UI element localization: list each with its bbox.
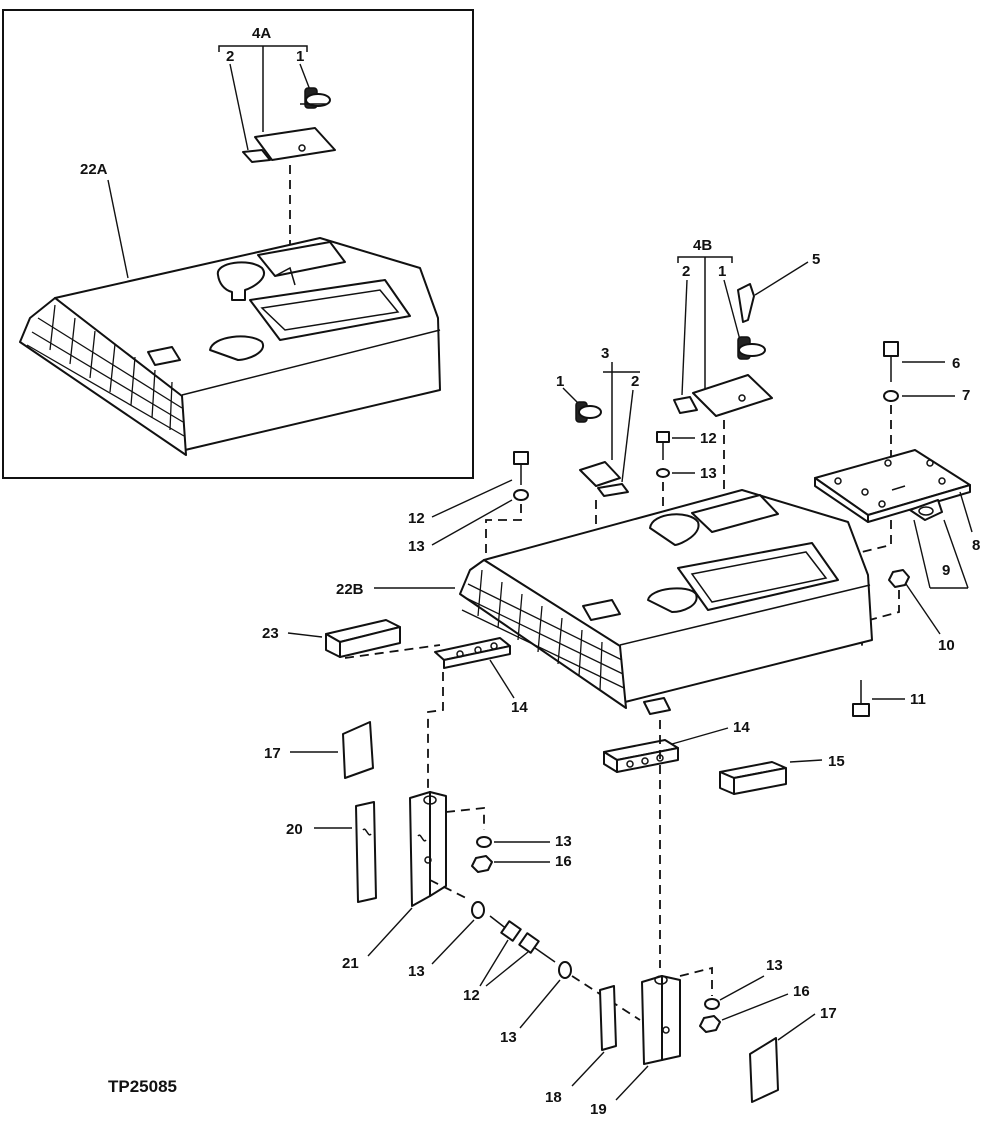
callout-1-inset: 1 — [296, 48, 304, 65]
callout-4a: 4A — [252, 25, 271, 42]
bolt-12-center — [656, 431, 670, 460]
callout-2-inset: 2 — [226, 48, 234, 65]
callout-19: 19 — [590, 1101, 607, 1118]
plate-left — [579, 461, 621, 487]
strip-18 — [599, 985, 617, 1051]
callout-13-lower-left: 13 — [408, 963, 425, 980]
callout-18: 18 — [545, 1089, 562, 1106]
callout-12-center: 12 — [700, 430, 717, 447]
key — [737, 283, 755, 323]
callout-3: 3 — [601, 345, 609, 362]
callout-17-left: 17 — [264, 745, 281, 762]
pad-17-left — [342, 721, 374, 779]
callout-17-right: 17 — [820, 1005, 837, 1022]
plate-8 — [814, 449, 971, 523]
pad-17-right — [749, 1037, 779, 1103]
washer-13-a — [471, 901, 485, 919]
washer-13-center — [656, 468, 670, 478]
callout-14-center: 14 — [733, 719, 750, 736]
callout-12-left: 12 — [408, 510, 425, 527]
callout-16-right: 16 — [793, 983, 810, 1000]
plate-4b — [692, 374, 773, 417]
washer-7 — [883, 390, 899, 402]
block-15 — [719, 761, 787, 795]
washer-13-right — [704, 998, 720, 1010]
latch-inset — [300, 87, 331, 109]
nut-16-right — [699, 1015, 721, 1033]
clip-4b — [673, 396, 698, 414]
latch-left — [575, 401, 602, 423]
callout-23: 23 — [262, 625, 279, 642]
callout-7: 7 — [962, 387, 970, 404]
callout-12-lower: 12 — [463, 987, 480, 1004]
washer-13-upper — [476, 836, 492, 848]
plate-4a — [254, 127, 336, 161]
callout-22b: 22B — [336, 581, 364, 598]
post-21 — [409, 791, 447, 907]
bracket-9 — [909, 499, 943, 521]
callout-13-left: 13 — [408, 538, 425, 555]
callout-1-4b: 1 — [718, 263, 726, 280]
callout-22a: 22A — [80, 161, 108, 178]
callout-11: 11 — [910, 691, 926, 708]
bolt-11 — [852, 680, 870, 717]
callout-13-upper: 13 — [555, 833, 572, 850]
block-23 — [325, 619, 401, 658]
inset-panel: 4A 2 1 22A — [2, 9, 474, 479]
hood-22a — [19, 237, 441, 456]
washer-13-left — [513, 489, 529, 501]
latch-4b — [737, 336, 766, 360]
nut-16-upper — [471, 855, 493, 873]
callout-1-left: 1 — [556, 373, 564, 390]
bolt-12-a — [489, 915, 522, 942]
callout-14-left: 14 — [511, 699, 528, 716]
callout-2-left: 2 — [631, 373, 639, 390]
callout-8-pos: 8 — [972, 537, 980, 554]
callout-10: 10 — [938, 637, 955, 654]
strip-20 — [355, 801, 377, 903]
bolt-12-b — [518, 932, 556, 963]
callout-9: 9 — [942, 562, 950, 579]
bracket-14-left — [434, 637, 511, 669]
callout-15: 15 — [828, 753, 845, 770]
callout-2-4b: 2 — [682, 263, 690, 280]
bracket-14-center — [603, 739, 679, 773]
clip-left — [597, 483, 629, 497]
washer-13-b — [558, 961, 572, 979]
bolt-12-left — [513, 451, 529, 485]
callout-6: 6 — [952, 355, 960, 372]
callout-5: 5 — [812, 251, 820, 268]
callout-13-right: 13 — [766, 957, 783, 974]
callout-20: 20 — [286, 821, 303, 838]
callout-16-upper: 16 — [555, 853, 572, 870]
callout-13-center: 13 — [700, 465, 717, 482]
clip-inset — [242, 149, 271, 163]
bolt-6 — [883, 341, 899, 382]
callout-13-lower: 13 — [500, 1029, 517, 1046]
nut-10 — [888, 569, 910, 588]
post-19 — [641, 975, 681, 1065]
figure-id: TP25085 — [108, 1077, 177, 1096]
callout-21: 21 — [342, 955, 359, 972]
hood-22b — [459, 489, 873, 715]
callout-4b: 4B — [693, 237, 712, 254]
